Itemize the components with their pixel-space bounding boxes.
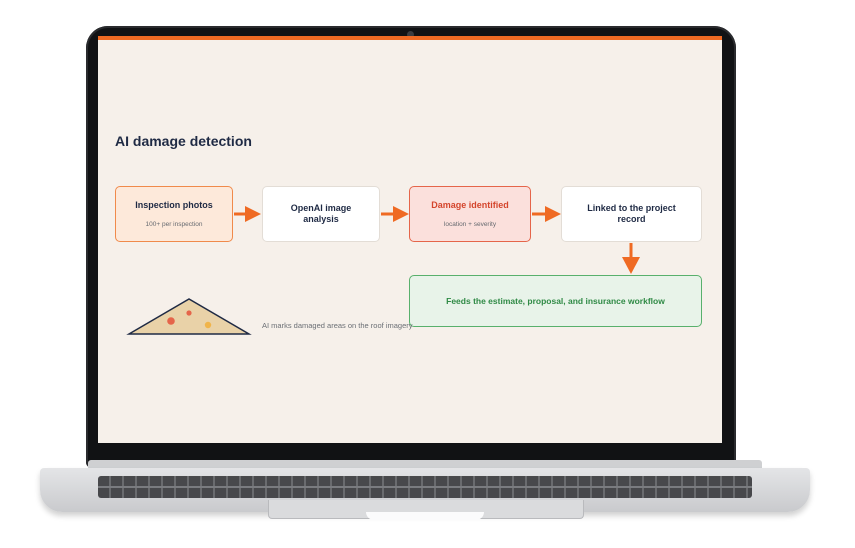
flow-arrows	[234, 206, 640, 274]
laptop-screen: AI damage detection Inspection photos 10…	[98, 36, 722, 443]
step-linked-project: Linked to the project record	[561, 186, 702, 242]
step-openai-analysis: OpenAI image analysis	[262, 186, 380, 242]
step-linked-project-label: Linked to the project record	[587, 203, 676, 224]
keyboard	[98, 476, 752, 498]
step-inspection-photos-sub: 100+ per inspection	[145, 221, 203, 228]
laptop-deck	[40, 468, 810, 520]
lid-notch	[366, 512, 484, 520]
step-damage-identified-sub: location + severity	[443, 221, 497, 228]
step-feeds-workflow: Feeds the estimate, proposal, and insura…	[409, 275, 702, 327]
step-openai-analysis-label: OpenAI image analysis	[290, 203, 352, 224]
hinge	[88, 460, 762, 470]
roof-caption: AI marks damaged areas on the roof image…	[262, 321, 413, 330]
step-inspection-photos: Inspection photos 100+ per inspection	[115, 186, 233, 242]
step-feeds-workflow-label: Feeds the estimate, proposal, and insura…	[446, 295, 665, 306]
arrow-head-icon	[622, 257, 640, 274]
laptop-base	[40, 460, 810, 520]
webcam-icon	[407, 31, 414, 38]
arrow-head-icon	[545, 206, 561, 222]
slide-title: AI damage detection	[115, 133, 252, 149]
step-damage-identified: Damage identified location + severity	[409, 186, 531, 242]
arrow-head-icon	[245, 206, 261, 222]
accent-bar	[98, 36, 722, 40]
step-damage-identified-label: Damage identified	[431, 200, 509, 210]
step-inspection-photos-label: Inspection photos	[135, 200, 213, 210]
arrow-head-icon	[393, 206, 409, 222]
roof-damage-icon	[126, 298, 252, 335]
